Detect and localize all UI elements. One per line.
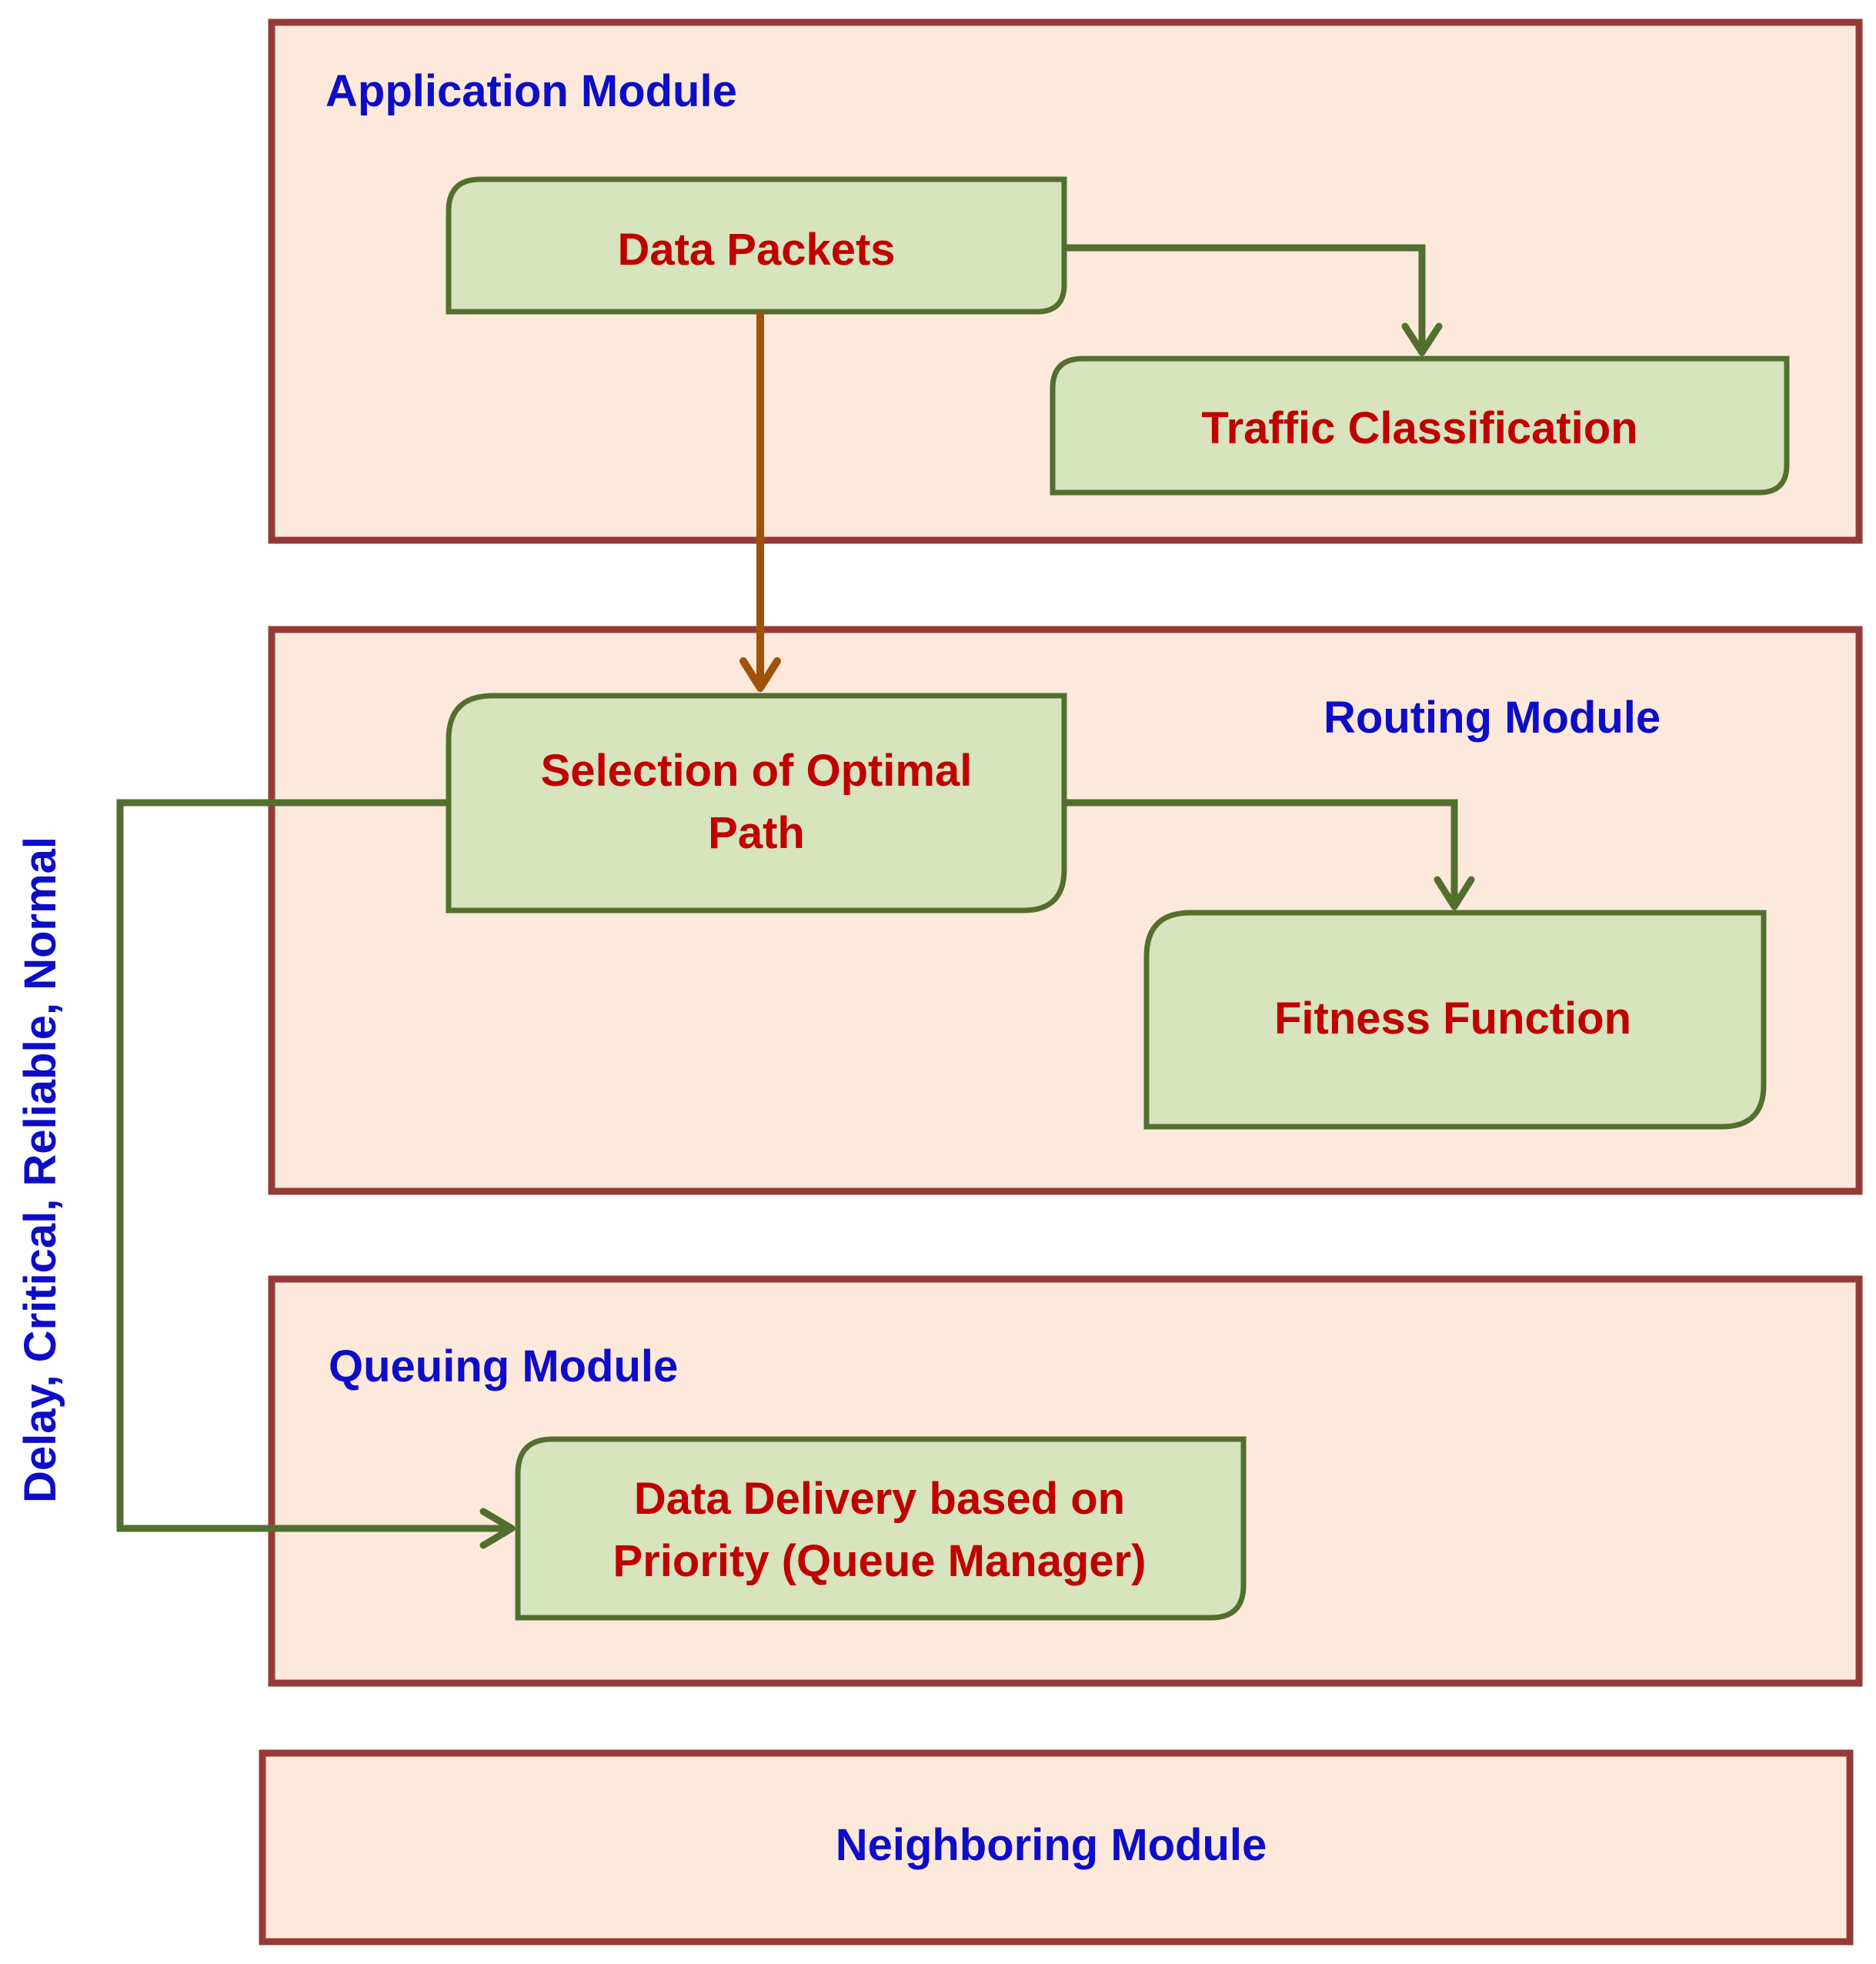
optimal-path-box (446, 693, 1067, 914)
arrow-packets-to-optimal-path (739, 312, 781, 692)
traffic-classification-label: Traffic Classification (1201, 403, 1637, 453)
data-delivery-label-line-1: Data Delivery based on (634, 1474, 1125, 1524)
fitness-function-box (1143, 910, 1767, 1130)
data-delivery-box (515, 1436, 1247, 1621)
optimal-path-label-line-1: Selection of Optimal (541, 746, 973, 796)
traffic-classification-box (1050, 356, 1790, 496)
routing-module-title: Routing Module (1324, 693, 1661, 743)
arrow-optimal-path-to-fitness (1064, 799, 1475, 910)
optimal-path-label-line-2: Path (708, 808, 805, 858)
neighboring-module-title: Neighboring Module (836, 1820, 1267, 1870)
arrow-optimal-path-to-data-delivery (116, 799, 516, 1549)
queuing-module-title: Queuing Module (329, 1341, 678, 1391)
arrow-packets-to-classification (1064, 244, 1443, 356)
data-packets-label: Data Packets (617, 225, 895, 275)
fitness-function-label: Fitness Function (1274, 994, 1631, 1044)
data-delivery-label-line-2: Priority (Queue Manager) (613, 1536, 1147, 1586)
traffic-priority-classes-label: Delay, Critical, Reliable, Normal (15, 837, 65, 1503)
data-packets-box (446, 176, 1067, 315)
neighboring-module (259, 1749, 1854, 1946)
application-module-title: Application Module (325, 66, 737, 116)
